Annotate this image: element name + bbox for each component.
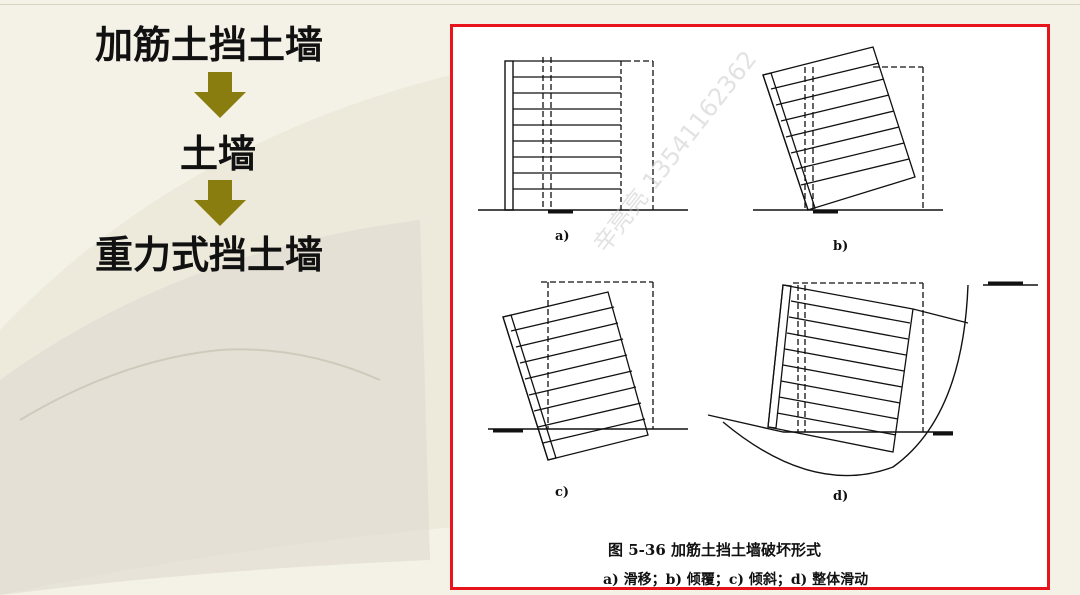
failure-modes-figure: a) b) c) d) 图 5-36 加筋土挡土墙破坏形式 a) 滑移；b) 倾…	[450, 24, 1050, 590]
diagram-b-overturning	[753, 46, 943, 214]
label-d: d)	[833, 489, 849, 504]
title-gravity-wall: 重力式挡土墙	[95, 233, 324, 277]
label-a: a)	[555, 229, 570, 244]
top-divider	[0, 4, 1080, 5]
diagram-d-overall-sliding	[707, 281, 1038, 477]
diagram-c-tilting	[488, 281, 688, 461]
diagram-a-sliding	[478, 57, 688, 214]
figure-caption-subtitle: a) 滑移；b) 倾覆；c) 倾斜；d) 整体滑动	[603, 572, 869, 588]
title-reinforced-wall: 加筋土挡土墙	[95, 23, 324, 67]
label-b: b)	[833, 239, 849, 254]
down-arrow-icon	[194, 72, 246, 118]
title-earth-wall: 土墙	[180, 132, 257, 176]
down-arrow-icon	[194, 180, 246, 226]
figure-drawing	[478, 46, 1038, 477]
figure-caption-title: 图 5-36 加筋土挡土墙破坏形式	[608, 541, 821, 559]
label-c: c)	[555, 485, 570, 500]
